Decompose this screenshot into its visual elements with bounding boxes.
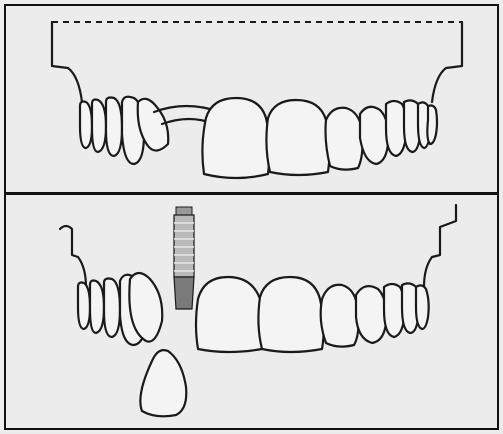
left-central-incisor <box>202 98 269 178</box>
gum-right-outline <box>424 205 456 287</box>
right-central-incisor <box>258 277 323 352</box>
gum-left-outline <box>52 22 82 102</box>
panel-bridge <box>4 4 499 194</box>
right-molars <box>384 283 429 337</box>
right-lateral-incisor <box>326 108 363 170</box>
dental-implant <box>174 207 194 309</box>
bridge-drawing <box>6 6 497 192</box>
gum-left-outline <box>60 226 86 287</box>
left-molars <box>80 97 144 164</box>
panel-implant <box>4 193 499 430</box>
right-canine <box>356 286 386 343</box>
left-central-incisor <box>196 277 264 352</box>
implant-drawing <box>6 195 497 428</box>
right-canine <box>360 107 388 164</box>
gum-right-outline <box>432 22 462 102</box>
right-lateral-incisor <box>321 285 359 347</box>
right-central-incisor <box>266 100 329 175</box>
implant-crown <box>140 350 186 416</box>
right-molars <box>386 100 437 156</box>
